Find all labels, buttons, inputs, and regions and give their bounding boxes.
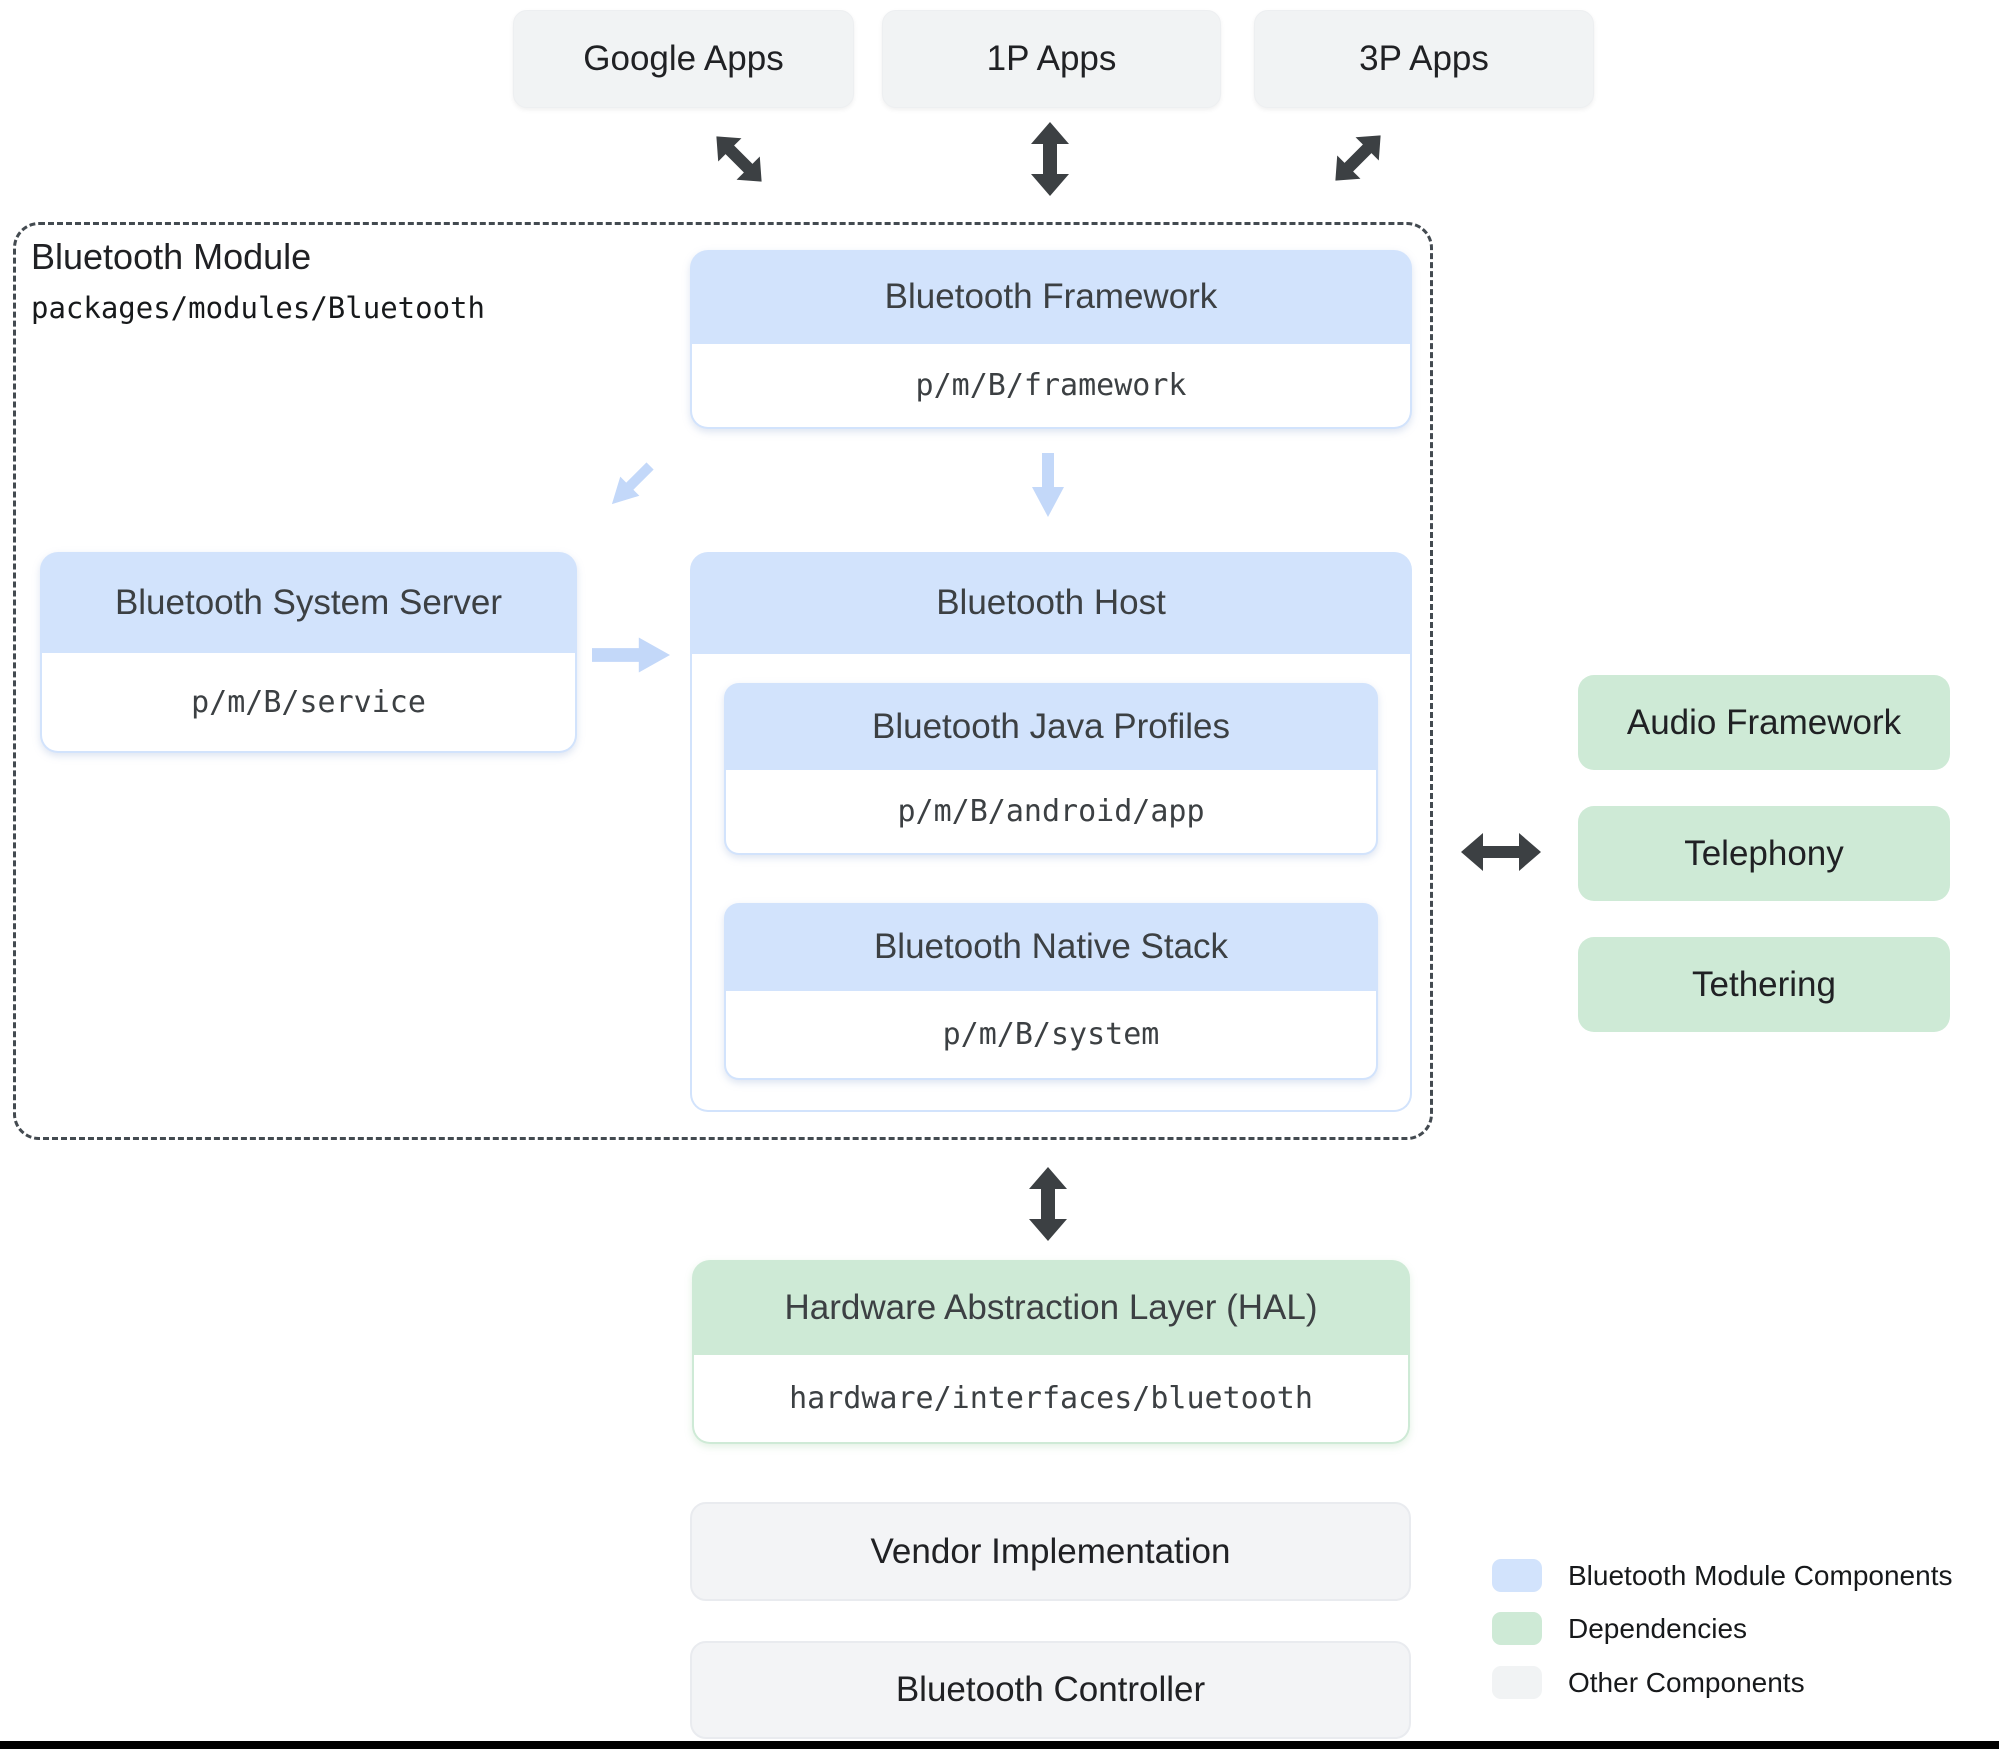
bluetooth-module-container xyxy=(13,222,1433,1140)
google-apps-label: Google Apps xyxy=(583,39,784,78)
1p-apps-box: 1P Apps xyxy=(882,10,1221,108)
bluetooth-framework-title: Bluetooth Framework xyxy=(690,250,1412,344)
legend-swatch-dependencies xyxy=(1492,1612,1542,1645)
framework-to-system-server-arrow-icon xyxy=(602,456,660,514)
bluetooth-host-box: Bluetooth Host xyxy=(690,552,1412,654)
vendor-implementation-label: Vendor Implementation xyxy=(870,1531,1231,1571)
telephony-label: Telephony xyxy=(1684,833,1844,873)
audio-framework-label: Audio Framework xyxy=(1626,702,1902,742)
audio-framework-box: Audio Framework xyxy=(1578,675,1950,770)
3p-apps-label: 3P Apps xyxy=(1359,39,1489,78)
bluetooth-system-server-title: Bluetooth System Server xyxy=(40,552,577,653)
bluetooth-native-stack-box: Bluetooth Native Stack p/m/B/system xyxy=(724,903,1378,1080)
bluetooth-module-path: packages/modules/Bluetooth xyxy=(31,291,485,325)
bluetooth-java-profiles-path: p/m/B/android/app xyxy=(724,770,1378,855)
bluetooth-java-profiles-box: Bluetooth Java Profiles p/m/B/android/ap… xyxy=(724,683,1378,855)
bluetooth-framework-path: p/m/B/framework xyxy=(690,344,1412,429)
bluetooth-module-title: Bluetooth Module xyxy=(31,236,312,277)
module-hal-bidirectional-arrow-icon xyxy=(1029,1166,1067,1242)
legend-swatch-bluetooth-module-components xyxy=(1492,1559,1542,1592)
hal-title: Hardware Abstraction Layer (HAL) xyxy=(692,1260,1410,1355)
bluetooth-host-title: Bluetooth Host xyxy=(690,552,1412,654)
bluetooth-native-stack-title: Bluetooth Native Stack xyxy=(724,903,1378,991)
legend-swatch-other-components xyxy=(1492,1666,1542,1699)
module-dependencies-bidirectional-arrow-icon xyxy=(1461,833,1541,871)
hal-path: hardware/interfaces/bluetooth xyxy=(692,1355,1410,1444)
framework-to-host-arrow-icon xyxy=(1032,452,1064,518)
bluetooth-system-server-path: p/m/B/service xyxy=(40,653,577,753)
bluetooth-framework-box: Bluetooth Framework p/m/B/framework xyxy=(690,250,1412,429)
3p-apps-box: 3P Apps xyxy=(1254,10,1594,108)
bluetooth-controller-label: Bluetooth Controller xyxy=(895,1670,1206,1709)
tethering-label: Tethering xyxy=(1692,964,1836,1004)
bluetooth-controller-box: Bluetooth Controller xyxy=(690,1641,1411,1739)
legend-label-other-components: Other Components xyxy=(1568,1667,1805,1698)
google-apps-module-bidirectional-arrow-icon xyxy=(704,124,773,193)
screenshot-bottom-edge xyxy=(0,1741,1999,1749)
telephony-box: Telephony xyxy=(1578,806,1950,901)
legend-label-dependencies: Dependencies xyxy=(1568,1613,1748,1644)
1p-apps-label: 1P Apps xyxy=(986,39,1117,78)
system-server-to-host-arrow-icon xyxy=(592,637,670,673)
bluetooth-system-server-box: Bluetooth System Server p/m/B/service xyxy=(40,552,577,753)
tethering-box: Tethering xyxy=(1578,937,1950,1032)
3p-apps-module-bidirectional-arrow-icon xyxy=(1323,123,1392,192)
hal-box: Hardware Abstraction Layer (HAL) hardwar… xyxy=(692,1260,1410,1444)
1p-apps-module-bidirectional-arrow-icon xyxy=(1031,122,1069,196)
vendor-implementation-box: Vendor Implementation xyxy=(690,1502,1411,1601)
google-apps-box: Google Apps xyxy=(513,10,854,108)
legend-label-bluetooth-module-components: Bluetooth Module Components xyxy=(1568,1560,1953,1591)
bluetooth-java-profiles-title: Bluetooth Java Profiles xyxy=(724,683,1378,770)
bluetooth-native-stack-path: p/m/B/system xyxy=(724,991,1378,1080)
